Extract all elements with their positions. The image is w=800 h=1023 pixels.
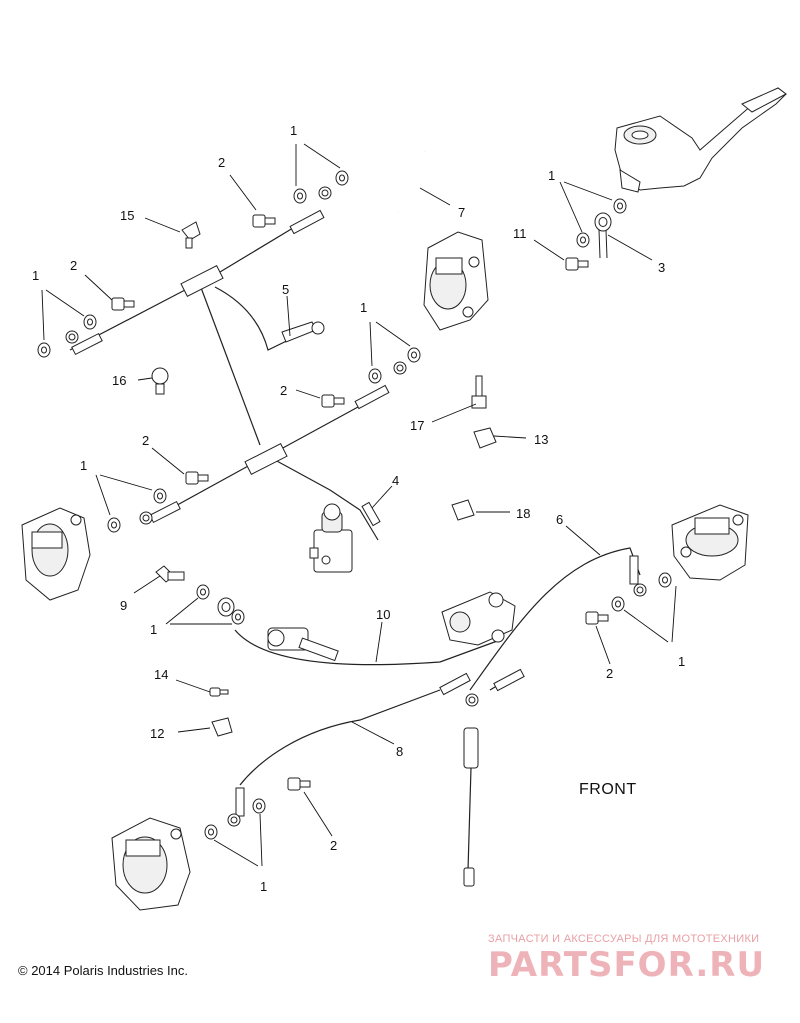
callout-2: 2 (606, 666, 613, 681)
rear-brake-lines-lower (139, 361, 407, 541)
callout-1: 1 (290, 123, 297, 138)
callout-2: 2 (70, 258, 77, 273)
callout-5: 5 (282, 282, 289, 297)
callout-1: 1 (150, 622, 157, 637)
callout-15: 15 (120, 208, 134, 223)
caliper-bottom-left (111, 817, 191, 911)
callout-9: 9 (120, 598, 127, 613)
callout-14: 14 (154, 667, 168, 682)
brake-light-switch (463, 727, 479, 887)
callout-1: 1 (260, 879, 267, 894)
callout-13: 13 (534, 432, 548, 447)
front-brake-lines-upper (65, 186, 332, 446)
clips (211, 427, 497, 737)
callout-4: 4 (392, 473, 399, 488)
callout-1: 1 (80, 458, 87, 473)
caliper-right (671, 504, 749, 581)
callout-3: 3 (658, 260, 665, 275)
rear-master-cylinder (234, 591, 516, 666)
callout-1: 1 (678, 654, 685, 669)
callout-labels: 1 2 15 7 1 11 3 1 2 5 1 16 2 17 13 2 1 4… (32, 123, 685, 894)
callout-8: 8 (396, 744, 403, 759)
callout-2: 2 (218, 155, 225, 170)
callout-2: 2 (142, 433, 149, 448)
callout-11: 11 (513, 226, 527, 241)
callout-12: 12 (150, 726, 164, 741)
leader-lines (41, 143, 677, 867)
washers (37, 170, 672, 840)
proportioning-valve (309, 503, 353, 573)
copyright-notice: © 2014 Polaris Industries Inc. (18, 963, 188, 978)
callout-10: 10 (376, 607, 390, 622)
callout-17: 17 (410, 418, 424, 433)
callout-7: 7 (458, 205, 465, 220)
front-direction-label: FRONT (579, 781, 637, 798)
bolts-fasteners (111, 214, 609, 791)
watermark-brand: PARTSFOR.RU (488, 945, 765, 985)
watermark: ЗАПЧАСТИ И АКСЕССУАРЫ ДЛЯ МОТОТЕХНИКИ PA… (488, 933, 765, 985)
callout-1: 1 (548, 168, 555, 183)
caliper-top-center (423, 231, 489, 331)
callout-18: 18 (516, 506, 530, 521)
callout-1: 1 (32, 268, 39, 283)
master-cylinder-lever (614, 87, 787, 193)
watermark-tagline: ЗАПЧАСТИ И АКСЕССУАРЫ ДЛЯ МОТОТЕХНИКИ (488, 933, 759, 945)
callout-2: 2 (280, 383, 287, 398)
callout-2: 2 (330, 838, 337, 853)
callout-16: 16 (112, 373, 126, 388)
callout-1: 1 (360, 300, 367, 315)
callout-6: 6 (556, 512, 563, 527)
caliper-left (21, 507, 91, 601)
